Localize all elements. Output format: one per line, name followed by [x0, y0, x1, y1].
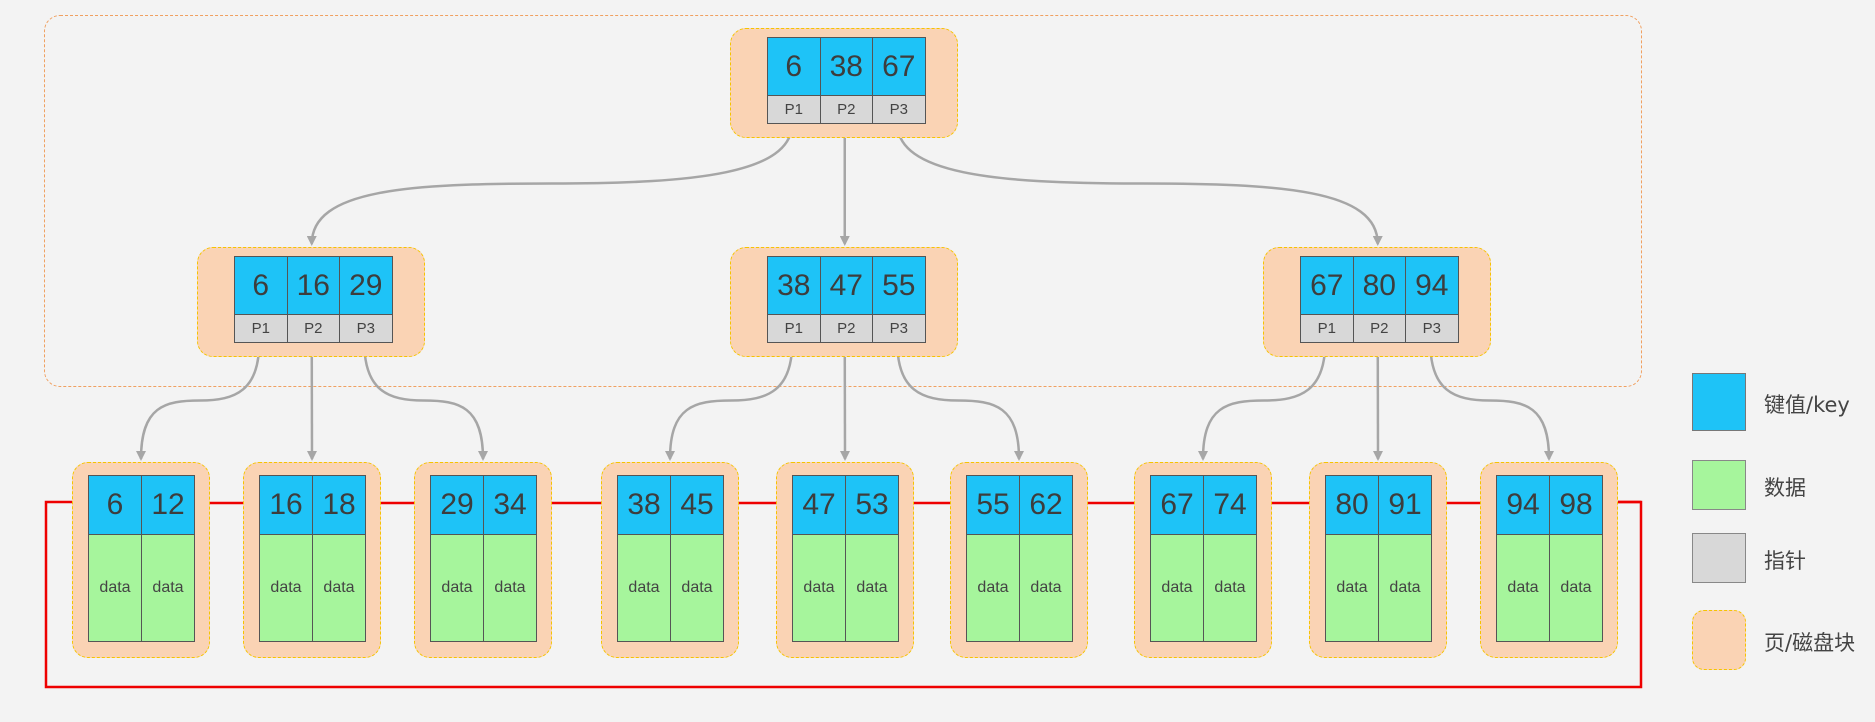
key-cell: 6 — [234, 256, 288, 315]
key-cell: 16 — [259, 475, 313, 535]
legend-swatch-key — [1692, 373, 1746, 431]
data-cell: data — [1150, 534, 1204, 642]
data-cell: data — [792, 534, 846, 642]
key-cell: 38 — [767, 256, 821, 315]
data-cell: data — [1496, 534, 1550, 642]
data-cell: data — [670, 534, 724, 642]
pointer-cell: P3 — [339, 314, 393, 343]
tree-link-arrow — [1429, 341, 1554, 461]
pointer-cell: P2 — [1352, 314, 1406, 343]
legend-label-key: 键值/key — [1764, 393, 1850, 417]
tree-link-arrow — [896, 341, 1024, 461]
pointer-cell: P1 — [767, 95, 821, 124]
pointer-cell: P2 — [286, 314, 340, 343]
pointer-cell: P3 — [1405, 314, 1459, 343]
key-cell: 67 — [872, 37, 926, 96]
pointer-cell: P1 — [234, 314, 288, 343]
key-cell: 62 — [1019, 475, 1073, 535]
key-cell: 94 — [1496, 475, 1550, 535]
key-cell: 38 — [819, 37, 873, 96]
tree-link-arrow — [896, 122, 1383, 246]
pointer-cell: P1 — [767, 314, 821, 343]
key-cell: 55 — [872, 256, 926, 315]
key-cell: 38 — [617, 475, 671, 535]
data-cell: data — [1549, 534, 1603, 642]
data-cell: data — [845, 534, 899, 642]
key-cell: 47 — [792, 475, 846, 535]
key-cell: 53 — [845, 475, 899, 535]
non-leaf-region — [44, 15, 1642, 387]
key-cell: 47 — [819, 256, 873, 315]
key-cell: 98 — [1549, 475, 1603, 535]
data-cell: data — [141, 534, 195, 642]
key-cell: 67 — [1300, 256, 1354, 315]
key-cell: 6 — [767, 37, 821, 96]
data-cell: data — [88, 534, 142, 642]
legend-label-pointer: 指针 — [1764, 549, 1806, 573]
key-cell: 6 — [88, 475, 142, 535]
data-cell: data — [1325, 534, 1379, 642]
key-cell: 45 — [670, 475, 724, 535]
key-cell: 18 — [312, 475, 366, 535]
pointer-cell: P2 — [819, 95, 873, 124]
data-cell: data — [966, 534, 1020, 642]
legend-label-page: 页/磁盘块 — [1764, 631, 1856, 655]
tree-link-arrow — [363, 341, 488, 461]
key-cell: 16 — [286, 256, 340, 315]
key-cell: 74 — [1203, 475, 1257, 535]
tree-link-arrow — [1198, 341, 1327, 461]
data-cell: data — [312, 534, 366, 642]
legend-swatch-page — [1692, 610, 1746, 670]
legend-swatch-pointer — [1692, 533, 1746, 583]
data-cell: data — [430, 534, 484, 642]
key-cell: 12 — [141, 475, 195, 535]
legend-swatch-data — [1692, 460, 1746, 510]
key-cell: 29 — [430, 475, 484, 535]
pointer-cell: P1 — [1300, 314, 1354, 343]
pointer-cell: P3 — [872, 314, 926, 343]
key-cell: 67 — [1150, 475, 1204, 535]
key-cell: 94 — [1405, 256, 1459, 315]
key-cell: 80 — [1352, 256, 1406, 315]
data-cell: data — [1378, 534, 1432, 642]
key-cell: 29 — [339, 256, 393, 315]
legend-label-data: 数据 — [1764, 476, 1806, 500]
data-cell: data — [483, 534, 537, 642]
data-cell: data — [1203, 534, 1257, 642]
key-cell: 91 — [1378, 475, 1432, 535]
data-cell: data — [1019, 534, 1073, 642]
pointer-cell: P3 — [872, 95, 926, 124]
key-cell: 80 — [1325, 475, 1379, 535]
key-cell: 55 — [966, 475, 1020, 535]
key-cell: 34 — [483, 475, 537, 535]
data-cell: data — [259, 534, 313, 642]
pointer-cell: P2 — [819, 314, 873, 343]
tree-link-arrow — [665, 341, 794, 461]
data-cell: data — [617, 534, 671, 642]
tree-link-arrow — [306, 122, 794, 246]
tree-link-arrow — [136, 341, 261, 461]
